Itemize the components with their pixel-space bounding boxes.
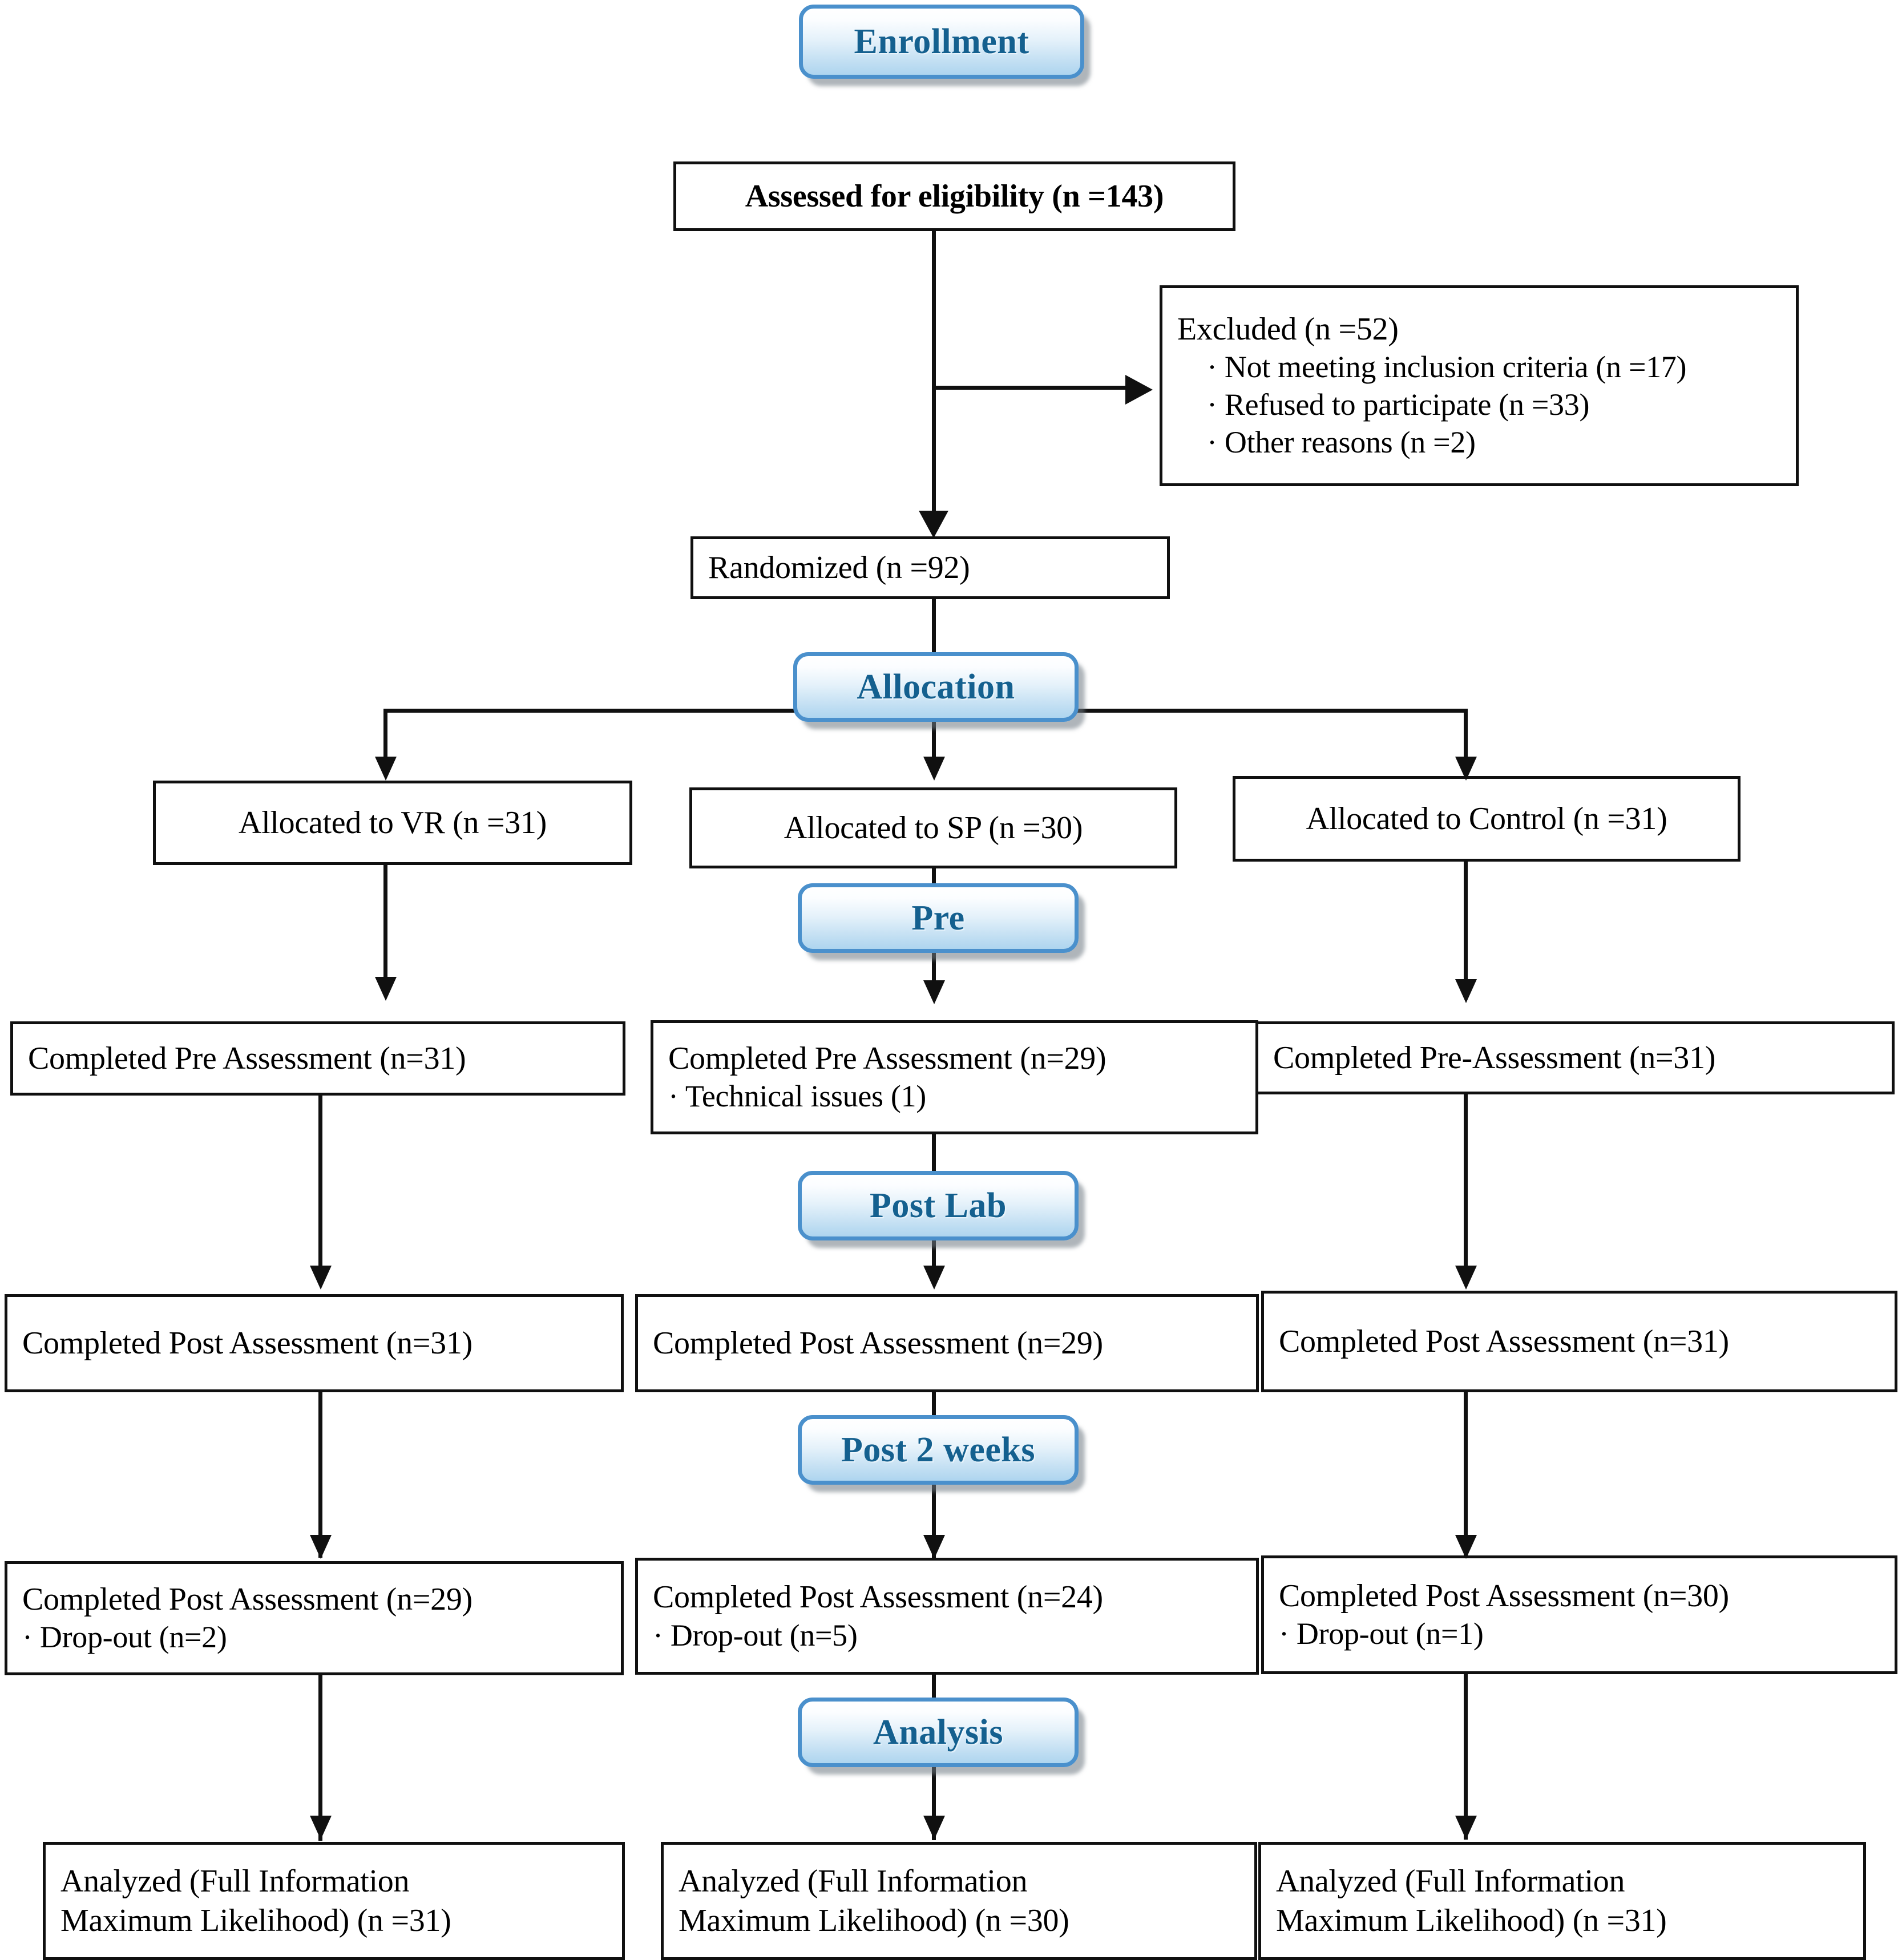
banner-enrollment: Enrollment (799, 5, 1084, 79)
excluded-title: Excluded (n =52) (1177, 312, 1399, 347)
pre-assessment-sp-note: · Technical issues (1) (668, 1079, 926, 1114)
banner-post-lab-label: Post Lab (870, 1186, 1007, 1225)
banner-pre-label: Pre (911, 898, 965, 937)
excluded-reason-2: · Refused to participate (n =33) (1207, 387, 1590, 422)
pre-assessment-sp-text: Completed Pre Assessment (n=29) (668, 1040, 1107, 1076)
arrowhead-allocated-sp (923, 757, 945, 781)
post-assessment-2w-sp-note: · Drop-out (n=5) (653, 1618, 858, 1652)
connector-allocation-vr (383, 709, 387, 760)
box-assessed-for-eligibility: Assessed for eligibility (n =143) (673, 161, 1235, 231)
pre-assessment-vr-text: Completed Pre Assessment (n=31) (28, 1040, 466, 1076)
arrowhead-excluded (1125, 375, 1153, 405)
arrowhead-randomized (919, 511, 948, 538)
banner-analysis-label: Analysis (873, 1712, 1003, 1752)
banner-enrollment-label: Enrollment (854, 22, 1029, 61)
box-post-assessment-2w-control: Completed Post Assessment (n=30) · Drop-… (1261, 1555, 1897, 1674)
allocated-control-text: Allocated to Control (n =31) (1306, 801, 1667, 836)
box-post-assessment-lab-control: Completed Post Assessment (n=31) (1261, 1291, 1897, 1392)
banner-allocation: Allocation (793, 652, 1079, 722)
box-allocated-sp: Allocated to SP (n =30) (689, 787, 1177, 868)
analyzed-control-line1: Analyzed (Full Information (1276, 1864, 1625, 1900)
box-pre-assessment-vr: Completed Pre Assessment (n=31) (10, 1021, 625, 1096)
banner-pre: Pre (798, 883, 1079, 953)
arrowhead-control-postlab (1455, 1266, 1477, 1290)
banner-post-2-weeks: Post 2 weeks (798, 1415, 1079, 1485)
arrowhead-vr-post2w (310, 1535, 332, 1559)
box-pre-assessment-control: Completed Pre-Assessment (n=31) (1255, 1021, 1895, 1094)
connector-control-postlab-to-post2w (1464, 1392, 1468, 1558)
connector-vr-postlab-to-post2w (318, 1392, 322, 1558)
connector-allocation-control (1464, 709, 1468, 760)
box-pre-assessment-sp: Completed Pre Assessment (n=29) · Techni… (651, 1020, 1258, 1134)
box-randomized: Randomized (n =92) (690, 536, 1170, 599)
banner-allocation-label: Allocation (857, 667, 1015, 706)
arrowhead-control-analyzed (1455, 1816, 1477, 1840)
post-assessment-2w-control-text: Completed Post Assessment (n=30) (1279, 1578, 1729, 1614)
allocated-vr-text: Allocated to VR (n =31) (238, 805, 547, 840)
excluded-reason-1: · Not meeting inclusion criteria (n =17) (1207, 350, 1687, 385)
arrowhead-control-pre (1455, 979, 1477, 1003)
arrowhead-sp-analyzed (923, 1816, 945, 1840)
arrowhead-vr-pre (375, 977, 397, 1001)
banner-post-2-weeks-label: Post 2 weeks (841, 1430, 1036, 1469)
connector-vr-post2w-to-analysis (318, 1675, 322, 1841)
randomized-text: Randomized (n =92) (708, 549, 970, 585)
connector-vr-allocated-to-pre (383, 865, 387, 979)
allocated-sp-text: Allocated to SP (n =30) (784, 810, 1083, 846)
box-excluded: Excluded (n =52) · Not meeting inclusion… (1160, 285, 1799, 486)
connector-control-post2w-to-analysis (1464, 1674, 1468, 1840)
box-post-assessment-2w-vr: Completed Post Assessment (n=29) · Drop-… (5, 1561, 624, 1675)
post-assessment-lab-vr-text: Completed Post Assessment (n=31) (22, 1325, 473, 1361)
box-analyzed-sp: Analyzed (Full Information Maximum Likel… (661, 1842, 1257, 1960)
box-allocated-vr: Allocated to VR (n =31) (153, 781, 632, 865)
post-assessment-lab-sp-text: Completed Post Assessment (n=29) (653, 1325, 1103, 1361)
assessed-for-eligibility-text: Assessed for eligibility (n =143) (745, 178, 1164, 214)
analyzed-vr-line1: Analyzed (Full Information (60, 1864, 410, 1900)
box-post-assessment-lab-sp: Completed Post Assessment (n=29) (635, 1294, 1259, 1392)
pre-assessment-control-text: Completed Pre-Assessment (n=31) (1273, 1040, 1716, 1076)
arrowhead-allocated-vr (375, 757, 397, 781)
box-post-assessment-2w-sp: Completed Post Assessment (n=24) · Drop-… (635, 1558, 1259, 1675)
analyzed-control-line2: Maximum Likelihood) (n =31) (1276, 1902, 1667, 1938)
post-assessment-lab-control-text: Completed Post Assessment (n=31) (1279, 1323, 1729, 1359)
arrowhead-vr-analyzed (310, 1816, 332, 1840)
analyzed-vr-line2: Maximum Likelihood) (n =31) (60, 1902, 451, 1938)
connector-vr-pre-to-postlab (318, 1096, 322, 1268)
connector-control-pre-to-postlab (1464, 1094, 1468, 1268)
analyzed-sp-line1: Analyzed (Full Information (679, 1864, 1028, 1900)
post-assessment-2w-sp-text: Completed Post Assessment (n=24) (653, 1579, 1103, 1615)
connector-assessed-to-randomized (932, 231, 936, 514)
arrowhead-control-post2w (1455, 1535, 1477, 1559)
banner-post-lab: Post Lab (798, 1171, 1079, 1240)
connector-control-allocated-to-pre (1464, 862, 1468, 981)
arrowhead-vr-postlab (310, 1266, 332, 1290)
post-assessment-2w-control-note: · Drop-out (n=1) (1279, 1617, 1484, 1651)
banner-analysis: Analysis (798, 1698, 1079, 1767)
connector-to-excluded (932, 386, 1129, 390)
arrowhead-allocated-control (1455, 757, 1477, 781)
arrowhead-sp-pre (923, 980, 945, 1004)
box-post-assessment-lab-vr: Completed Post Assessment (n=31) (5, 1294, 624, 1392)
post-assessment-2w-vr-note: · Drop-out (n=2) (22, 1620, 227, 1655)
post-assessment-2w-vr-text: Completed Post Assessment (n=29) (22, 1581, 473, 1617)
box-allocated-control: Allocated to Control (n =31) (1233, 776, 1741, 862)
analyzed-sp-line2: Maximum Likelihood) (n =30) (679, 1902, 1069, 1938)
box-analyzed-control: Analyzed (Full Information Maximum Likel… (1258, 1842, 1866, 1960)
arrowhead-sp-postlab (923, 1266, 945, 1290)
excluded-reason-3: · Other reasons (n =2) (1207, 425, 1476, 460)
arrowhead-sp-post2w (923, 1535, 945, 1559)
box-analyzed-vr: Analyzed (Full Information Maximum Likel… (43, 1842, 625, 1960)
connector-allocation-sp (932, 722, 936, 760)
